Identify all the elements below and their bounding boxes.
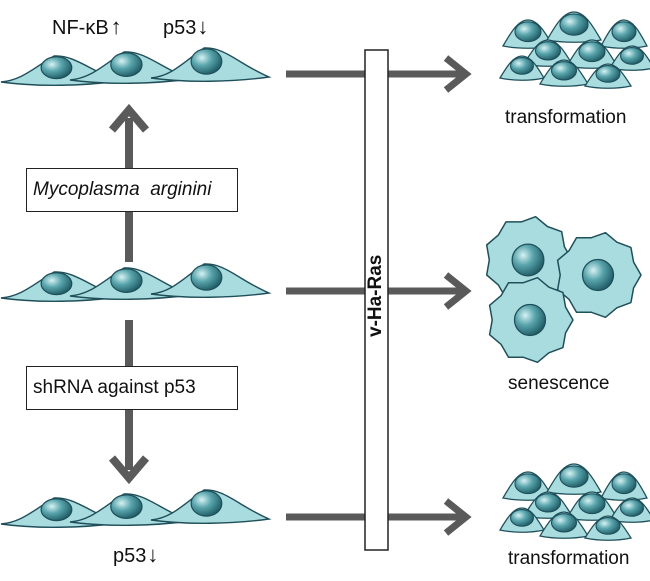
nfkb-text: NF-κB [52, 17, 109, 39]
transformed-cell [608, 497, 650, 523]
transformed-cell-cluster-top [498, 11, 650, 89]
cell-nucleus [511, 243, 545, 277]
transformed-cell [545, 11, 603, 43]
transformed-cell [522, 491, 574, 519]
senescent-cells [485, 215, 642, 364]
outcome-bottom-label: transformation [508, 548, 630, 569]
transformed-cell [538, 59, 590, 87]
fibroblast-row-middle [0, 263, 272, 302]
cell-nucleus [559, 13, 589, 36]
ras-bar [364, 49, 389, 551]
ras-bar-label: v-Ha-Ras [365, 254, 386, 337]
fibroblast-cell [69, 493, 193, 526]
cell-nucleus [559, 465, 589, 488]
cell-nucleus [534, 493, 562, 513]
p53-bottom-label: p53↓ [113, 542, 158, 568]
transformed-cell [538, 511, 590, 539]
senescent-cell [488, 276, 574, 364]
fibroblast-cell [150, 263, 272, 298]
cell-nucleus [110, 52, 143, 77]
senescent-cell [485, 215, 573, 305]
p53-top-text: p53 [163, 17, 197, 39]
cell-nucleus [110, 268, 143, 293]
fibroblast-cell [150, 47, 272, 82]
transformed-cell [501, 19, 555, 49]
p53-top-label: p53↓ [163, 14, 208, 40]
cell-nucleus [190, 264, 223, 291]
transformed-cell [522, 39, 574, 67]
shrna-label: shRNA against p53 [33, 377, 196, 398]
cell-nucleus [578, 41, 606, 63]
cell-nucleus [550, 61, 578, 81]
cell-nucleus [578, 493, 606, 515]
transformed-cell [498, 507, 546, 533]
fibroblast-row-bottom [0, 489, 272, 528]
fibroblast-cell [69, 267, 193, 300]
cell-nucleus [620, 46, 644, 65]
transformed-cell [600, 19, 648, 49]
transformed-cell [583, 63, 633, 89]
outcome-middle-label: senescence [508, 373, 610, 394]
nfkb-label: NF-κB↑ [52, 14, 122, 40]
transformed-cell [600, 471, 648, 501]
senescent-cell [556, 231, 642, 319]
transformed-cell [498, 55, 546, 81]
cell-nucleus [40, 56, 73, 80]
cell-nucleus [534, 41, 562, 61]
transformed-cell [545, 463, 603, 495]
transformed-cell [565, 39, 619, 69]
cell-nucleus [611, 21, 637, 43]
mycoplasma-box: Mycoplasma arginini [26, 168, 238, 212]
cell-nucleus [510, 508, 534, 527]
cell-nucleus [611, 473, 637, 495]
cell-nucleus [190, 48, 223, 75]
mycoplasma-label: Mycoplasma arginini [33, 179, 212, 200]
p53-bottom-down-arrow-icon: ↓ [147, 542, 159, 567]
cell-nucleus [510, 56, 534, 75]
cell-nucleus [581, 258, 615, 292]
cell-nucleus [595, 64, 621, 83]
transformed-cell-cluster-bottom [498, 463, 650, 541]
cell-nucleus [40, 272, 73, 296]
cell-nucleus [595, 516, 621, 535]
fibroblast-cell [69, 51, 193, 84]
cell-nucleus [514, 473, 542, 495]
cell-nucleus [514, 21, 542, 43]
transformed-cell [608, 45, 650, 71]
transformed-cell [583, 515, 633, 541]
transformed-cell [565, 491, 619, 521]
cell-nucleus [190, 490, 223, 517]
cell-nucleus [110, 494, 143, 519]
transformed-cell [501, 471, 555, 501]
cell-nucleus [513, 303, 547, 337]
fibroblast-row-top [0, 47, 272, 86]
cell-nucleus [40, 498, 73, 522]
outcome-top-label: transformation [505, 107, 627, 128]
p53-bottom-text: p53 [113, 545, 147, 567]
fibroblast-cell [150, 489, 272, 524]
cell-nucleus [620, 498, 644, 517]
cell-nucleus [550, 513, 578, 533]
p53-down-arrow-icon: ↓ [197, 14, 209, 39]
shrna-box: shRNA against p53 [26, 366, 238, 410]
nfkb-up-arrow-icon: ↑ [110, 14, 122, 39]
